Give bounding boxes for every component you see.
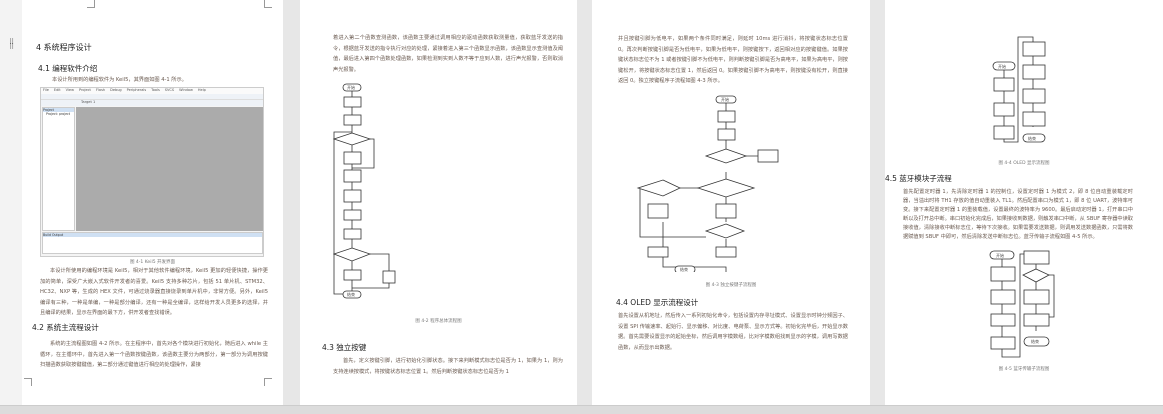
svg-text:结束: 结束 xyxy=(1028,135,1036,141)
document-page-3[interactable]: 并且按键引脚为低电平，如果两个条件同时满足，则延时 10ms 进行消抖，将按键状… xyxy=(592,0,870,405)
document-page-1[interactable]: 4 系统程序设计 4.1 编程软件介绍 本设计所用到的编程软件为 Keil5，其… xyxy=(22,0,283,405)
heading-4-2: 4.2 系统主流程设计 xyxy=(32,323,99,332)
heading-4-3: 4.3 独立按键 xyxy=(322,343,367,352)
heading-4-5: 4.5 蓝牙模块子流程 xyxy=(885,174,952,183)
margin-corner xyxy=(264,378,272,386)
paragraph: 首先设置从机地址，然后传入一系列初始化命令，包括设置内存寻址模式、设置显示时钟分… xyxy=(618,313,848,351)
bluetooth-flowchart: 开始 结束 xyxy=(989,250,1055,358)
heading-4: 4 系统程序设计 xyxy=(36,43,92,52)
paragraph: 本设计所使用的编程环境是 Keil5，相对于其他软件编程环境，Keil5 更加的… xyxy=(40,268,268,316)
figure-caption: 图 4-3 独立按键子流程图 xyxy=(705,283,757,288)
margin-corner xyxy=(87,0,95,8)
oled-flowchart: 开始 结束 xyxy=(992,36,1046,143)
svg-text:结束: 结束 xyxy=(680,266,688,272)
main-flowchart: 开始 结束 xyxy=(332,83,396,299)
paragraph: 本设计所用到的编程软件为 Keil5，其界面如图 4-1 所示。 xyxy=(52,77,187,83)
key-flowchart: 开始 结束 xyxy=(636,95,779,272)
svg-text:开始: 开始 xyxy=(996,252,1004,258)
status-bar xyxy=(0,405,1163,414)
paragraph: 并且按键引脚为低电平，如果两个条件同时满足，则延时 10ms 进行消抖，将按键状… xyxy=(618,36,848,84)
figure-caption: 图 4-2 程序总体流程图 xyxy=(415,319,462,324)
svg-text:开始: 开始 xyxy=(721,96,729,102)
heading-4-1: 4.1 编程软件介绍 xyxy=(38,64,98,73)
heading-4-4: 4.4 OLED 显示流程设计 xyxy=(616,298,699,307)
flow-step xyxy=(343,96,362,108)
figure-caption: 图 4-5 蓝牙传输子流程图 xyxy=(998,367,1050,372)
margin-corner xyxy=(264,0,272,8)
svg-text:开始: 开始 xyxy=(998,63,1006,69)
flow-step xyxy=(343,114,362,126)
paragraph: 系统的主流程图如图 4-2 所示。在主程序中，首先对各个模块进行初始化，随后进入… xyxy=(40,341,268,368)
figure-caption: 图 4-4 OLED 显示流程图 xyxy=(998,161,1050,166)
vertical-ruler xyxy=(0,0,22,406)
svg-text:结束: 结束 xyxy=(347,291,355,297)
paragraph: 首先配置定时器 1，先清除定时器 1 的控制位，设置定时器 1 为模式 2，即 … xyxy=(903,189,1133,240)
paragraph: 首先，定义按键引脚，进行初始化引脚状态。接下来判断模式标志位是否为 1，如果为 … xyxy=(333,358,563,375)
svg-text:结束: 结束 xyxy=(1031,338,1039,344)
document-page-2[interactable]: 着进入第二个函数查测函数，该函数主要通过调用相应的驱动函数获取测量值，获取蓝牙发… xyxy=(300,0,577,405)
flow-decision xyxy=(332,132,372,146)
margin-corner xyxy=(24,378,32,386)
svg-text:开始: 开始 xyxy=(347,84,355,90)
document-page-4[interactable]: 开始 结束 图 4-4 OLED 显示流程图 4.5 蓝牙模块子流程 首先配置定… xyxy=(885,0,1163,405)
drag-handle-icon[interactable]: ⠿⠿ xyxy=(9,38,16,51)
paragraph: 着进入第二个函数查测函数，该函数主要通过调用相应的驱动函数获取测量值，获取蓝牙发… xyxy=(333,35,563,73)
figure-caption: 图 4-1 Keil5 开发界面 xyxy=(130,260,175,265)
